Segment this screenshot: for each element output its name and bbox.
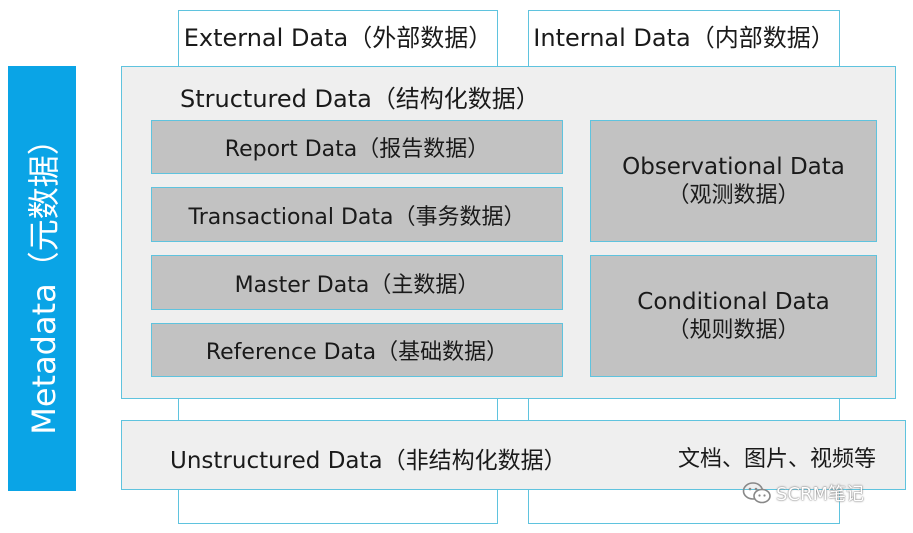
structured-data-title: Structured Data（结构化数据） [180,85,540,113]
conditional-data-cell: Conditional Data （规则数据） [590,255,877,377]
unstructured-data-panel: Unstructured Data（非结构化数据） 文档、图片、视频等 [121,420,906,490]
transactional-data-cell: Transactional Data（事务数据） [151,187,563,242]
report-data-cell: Report Data（报告数据） [151,120,563,174]
metadata-bar: Metadata（元数据） [8,66,76,491]
observational-data-sublabel: （观测数据） [667,182,800,208]
watermark-text: SCRM笔记 [776,484,865,505]
master-data-cell: Master Data（主数据） [151,255,563,310]
observational-data-cell: Observational Data （观测数据） [590,120,877,242]
watermark: SCRM笔记 [742,480,864,506]
reference-data-cell: Reference Data（基础数据） [151,323,563,377]
conditional-data-label: Conditional Data [637,288,830,315]
observational-data-label: Observational Data [622,153,845,180]
wechat-icon [742,482,771,504]
internal-data-title: Internal Data（内部数据） [533,24,835,52]
unstructured-data-examples: 文档、图片、视频等 [678,447,877,472]
unstructured-data-title: Unstructured Data（非结构化数据） [170,448,567,474]
metadata-label: Metadata（元数据） [25,122,63,435]
external-data-title: External Data（外部数据） [183,24,493,52]
conditional-data-sublabel: （规则数据） [667,317,800,343]
